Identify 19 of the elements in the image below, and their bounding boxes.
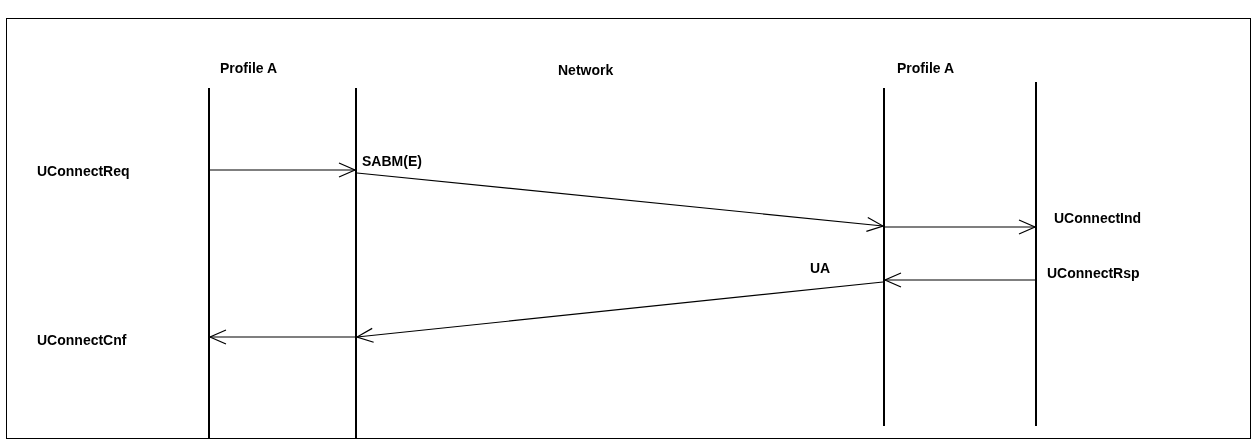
arrow bbox=[209, 329, 356, 345]
primitive-label: UConnectReq bbox=[37, 163, 130, 179]
column-heading: Network bbox=[558, 62, 614, 78]
lifeline bbox=[208, 88, 210, 438]
lifeline bbox=[355, 88, 357, 438]
arrow bbox=[356, 172, 884, 232]
primitive-label: UConnectInd bbox=[1054, 210, 1142, 226]
primitive-label: UConnectCnf bbox=[37, 332, 127, 348]
lifeline bbox=[883, 88, 885, 426]
edge-label: UA bbox=[808, 260, 833, 276]
column-heading: Profile A bbox=[220, 60, 278, 76]
lifeline bbox=[1035, 82, 1037, 426]
arrow bbox=[209, 162, 356, 178]
column-heading: Profile A bbox=[897, 60, 955, 76]
arrow bbox=[884, 272, 1036, 288]
arrow bbox=[884, 219, 1036, 235]
edge-label: SABM(E) bbox=[360, 153, 424, 169]
arrow bbox=[356, 281, 884, 343]
primitive-label: UConnectRsp bbox=[1047, 265, 1140, 281]
